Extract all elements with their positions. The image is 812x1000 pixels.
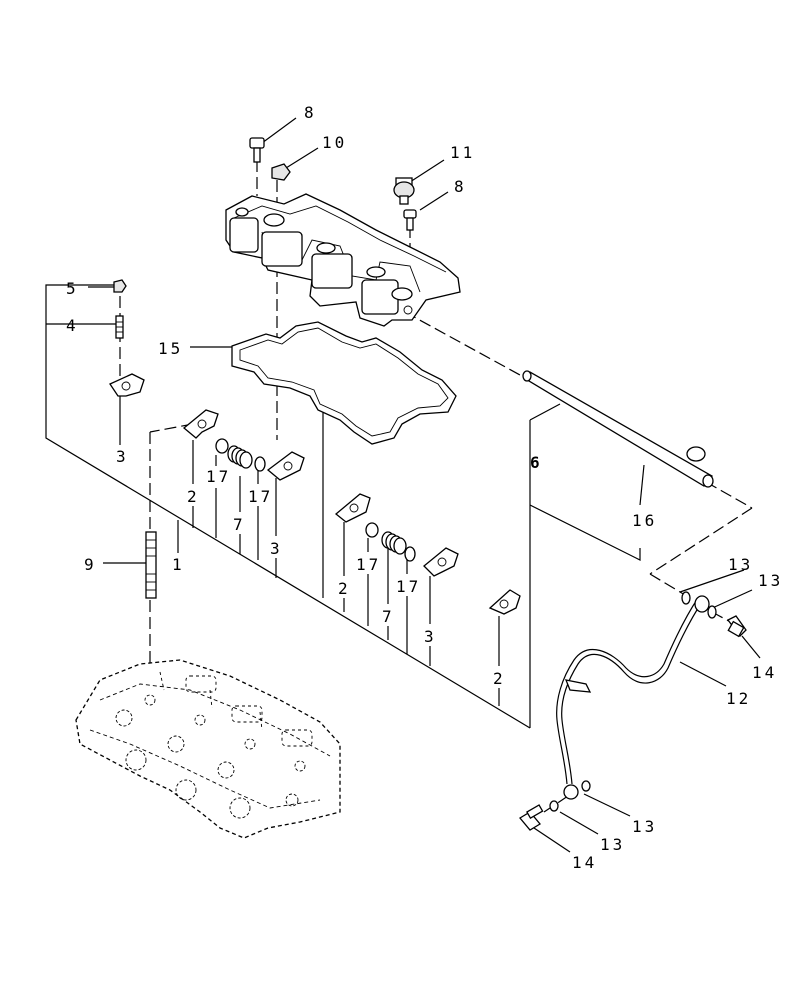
callout-8-top: 8 [304,103,317,122]
leader-lines [45,117,761,853]
stud-9 [145,531,157,599]
callout-4: 4 [66,316,79,335]
washer-13-b [707,605,717,619]
callout-13-b: 13 [758,571,783,590]
callout-5: 5 [66,279,79,298]
callout-12: 12 [726,689,751,708]
callout-3-b: 3 [270,539,283,558]
callout-2-a: 2 [187,487,200,506]
callout-16: 16 [632,511,657,530]
washer-13-c [581,780,591,792]
washer-17-c [365,522,379,538]
callout-13-c: 13 [632,817,657,836]
callout-11: 11 [450,143,475,162]
nut-5 [113,279,127,293]
callout-6: 6 [530,453,543,472]
callout-7-b: 7 [382,607,395,626]
spring-7-b [381,531,407,555]
callout-14-a: 14 [752,663,777,682]
rocker-arm-3-b [266,451,305,481]
gasket-15 [231,321,457,445]
washer-13-a [681,591,691,605]
callout-17-a: 17 [206,467,231,486]
rocker-arm-2-b [334,493,371,523]
callout-1: 1 [172,555,185,574]
callout-17-c: 17 [356,555,381,574]
stud-4 [115,315,124,339]
rocker-arm-3-c [423,547,459,577]
callout-2-b: 2 [338,579,351,598]
washer-17-d [404,546,416,562]
callout-labels: 8 10 11 8 5 4 15 3 17 2 17 7 3 1 9 6 16 … [66,103,783,872]
spring-7-a [227,445,253,469]
callout-13-d: 13 [600,835,625,854]
washer-17-a [215,438,229,454]
callout-7-a: 7 [233,515,246,534]
nut-10 [271,163,291,181]
rocker-arm-2-c [488,589,521,615]
rocker-shaft-16 [522,370,714,488]
callout-3-c: 3 [424,627,437,646]
washer-17-b [254,456,266,472]
callout-15: 15 [158,339,183,358]
oil-pipe-12 [556,595,710,800]
callout-9: 9 [84,555,97,574]
bolt-8-top [249,137,265,163]
bolt-14-a [727,615,747,638]
bolt-14-b [519,804,544,831]
callout-13-a: 13 [728,555,753,574]
cylinder-head [75,659,341,839]
rocker-bracket [225,193,461,327]
callout-3-left: 3 [116,447,129,466]
oil-pressure-switch-11 [393,177,415,205]
bolt-8-right [403,209,417,231]
washer-13-d [549,800,559,812]
callout-10: 10 [322,133,347,152]
callout-17-b: 17 [248,487,273,506]
rocker-arm-3-left [109,373,145,397]
callout-14-b: 14 [572,853,597,872]
callout-2-c: 2 [493,669,506,688]
callout-17-d: 17 [396,577,421,596]
callout-8-right: 8 [454,177,467,196]
rocker-arm-2-a [182,409,219,439]
